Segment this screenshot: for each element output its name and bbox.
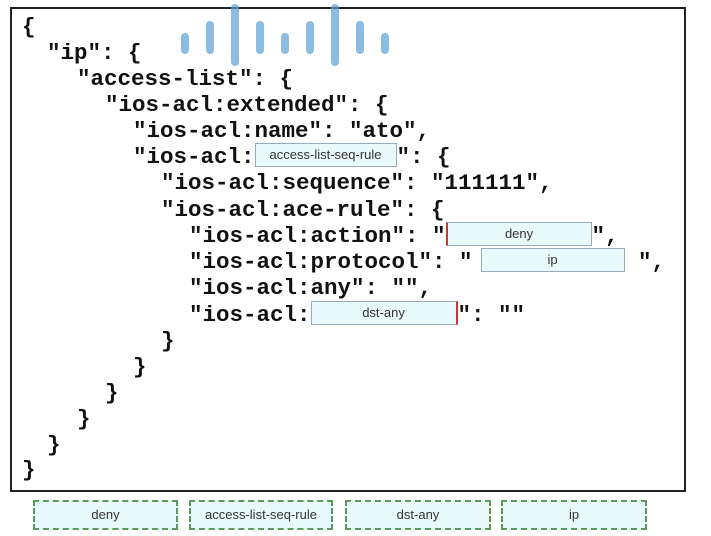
code-line: "ios-acl:sequence": "111111", xyxy=(161,170,553,196)
code-line: "ios-acl:protocol": " ip ", xyxy=(189,248,666,275)
code-line: } xyxy=(77,406,91,432)
code-text: ": { xyxy=(396,144,451,170)
code-line: } xyxy=(105,380,119,406)
option-access-list-seq-rule[interactable]: access-list-seq-rule xyxy=(189,500,333,530)
drop-target-protocol[interactable]: ip xyxy=(480,248,625,273)
code-line: "ios-acl:extended": { xyxy=(105,92,389,118)
code-text: ", xyxy=(624,249,666,275)
drop-target-action[interactable]: deny xyxy=(445,222,592,247)
drop-target-dst[interactable]: dst-any xyxy=(310,301,458,326)
drop-target-seq-rule[interactable]: access-list-seq-rule xyxy=(254,143,397,168)
code-text: ": "" xyxy=(457,302,526,328)
code-line: "ios-acl:access-list-seq-rule": { xyxy=(133,143,451,170)
option-deny[interactable]: deny xyxy=(33,500,178,530)
code-line: "ios-acl:name": "ato", xyxy=(133,118,431,144)
code-line: "ip": { xyxy=(47,40,142,66)
code-line: "ios-acl:action": "deny", xyxy=(189,222,619,249)
code-line: { xyxy=(22,14,36,40)
code-text: "ios-acl: xyxy=(189,302,311,328)
code-line: } xyxy=(22,457,36,483)
code-text: ", xyxy=(591,223,619,249)
code-line: "ios-acl:ace-rule": { xyxy=(161,197,445,223)
code-line: } xyxy=(133,354,147,380)
code-line: } xyxy=(47,432,61,458)
code-line: } xyxy=(161,328,175,354)
code-line: "access-list": { xyxy=(77,66,294,92)
code-line: "ios-acl:any": "", xyxy=(189,275,433,301)
code-text: "ios-acl:protocol": " xyxy=(189,249,473,275)
code-line: "ios-acl:dst-any": "" xyxy=(189,301,526,328)
json-code: { "ip": { "access-list": { "ios-acl:exte… xyxy=(0,0,665,494)
code-text: "ios-acl: xyxy=(133,144,255,170)
code-text: "ios-acl:action": " xyxy=(189,223,446,249)
option-ip[interactable]: ip xyxy=(501,500,647,530)
option-dst-any[interactable]: dst-any xyxy=(345,500,491,530)
